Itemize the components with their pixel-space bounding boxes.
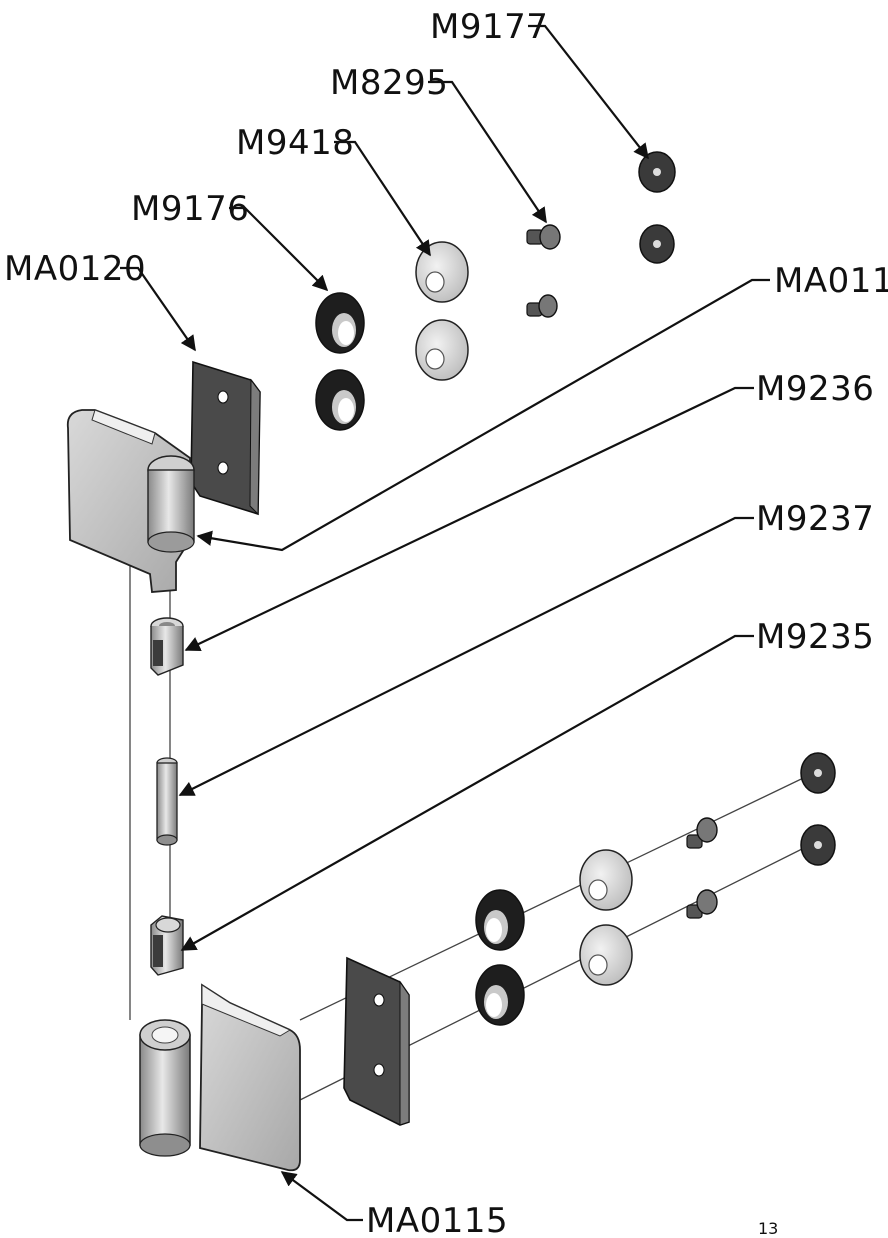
callout-ma0115-top: MA0115	[774, 261, 888, 301]
disc-m9177-lower-top	[800, 752, 836, 794]
hinge-leaf-ma0115-bottom	[139, 983, 301, 1172]
pin-m9237	[156, 757, 178, 846]
washer-m9418-lower-bottom	[579, 924, 633, 986]
ring-m9176-lower-bottom	[475, 964, 525, 1026]
callout-ma0115-bottom: MA0115	[366, 1201, 508, 1238]
ring-m9176-top	[315, 292, 365, 354]
bushing-m9236	[150, 617, 184, 676]
leader-lines	[120, 24, 770, 1222]
disc-m9177-lower-bottom	[800, 824, 836, 866]
callout-m9237: M9237	[756, 499, 874, 539]
washer-m9418-bottom	[415, 319, 469, 381]
callout-m9177: M9177	[430, 7, 548, 47]
disc-m9177-bottom	[639, 224, 675, 264]
disc-m9177-top	[638, 151, 676, 193]
callout-m9235: M9235	[756, 617, 874, 657]
bushing-m9235	[150, 915, 184, 976]
callout-m9176: M9176	[131, 189, 249, 229]
screw-m8295-lower-top	[686, 817, 718, 849]
ring-m9176-lower-top	[475, 889, 525, 951]
page-number: 13	[758, 1219, 778, 1238]
callout-m9418: M9418	[236, 123, 354, 163]
screw-m8295-top	[526, 224, 561, 250]
screw-m8295-lower-bottom	[686, 889, 718, 919]
hinge-leaf-ma0115-top	[66, 409, 195, 593]
washer-m9418-lower-top	[579, 849, 633, 911]
callout-m8295: M8295	[330, 63, 448, 103]
callout-ma0120: MA0120	[4, 249, 146, 289]
plate-ma0120-top	[190, 360, 261, 516]
screw-m8295-bottom	[526, 294, 558, 318]
ring-m9176-bottom	[315, 369, 365, 431]
washer-m9418-top	[415, 241, 469, 303]
callout-m9236: M9236	[756, 369, 874, 409]
plate-ma0120-bottom	[343, 956, 410, 1126]
